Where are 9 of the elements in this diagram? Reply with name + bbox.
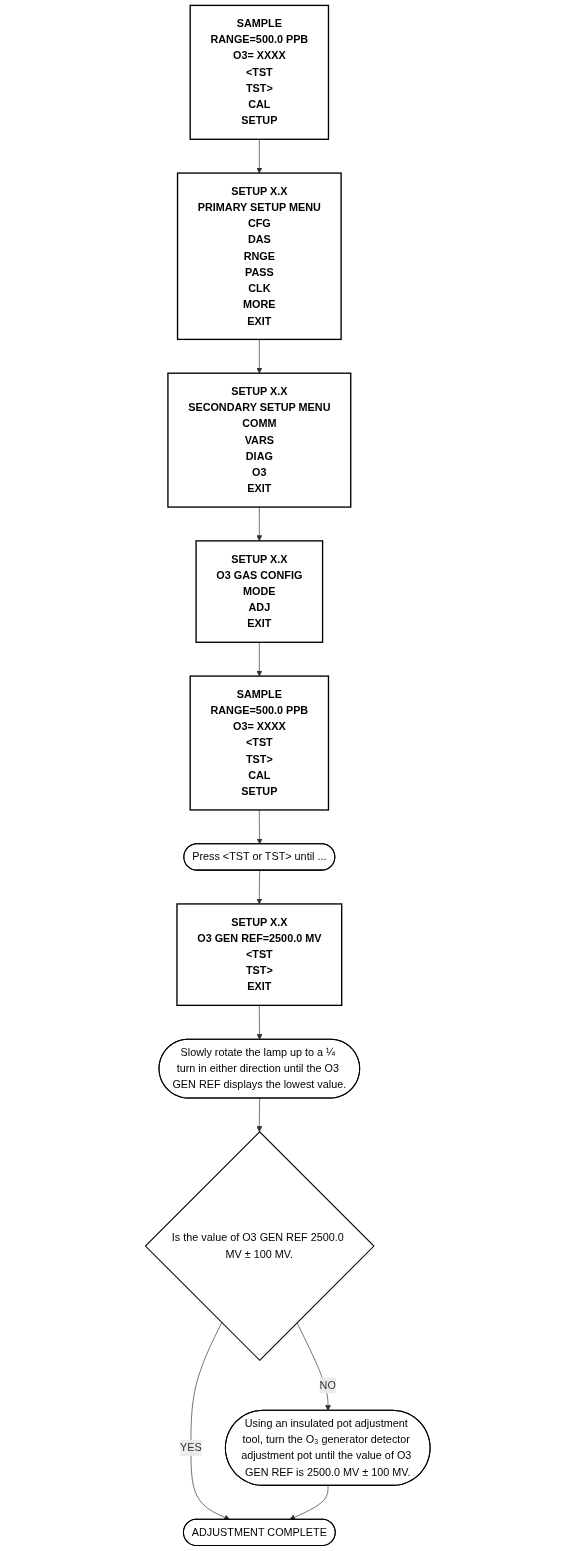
node-box: SETUP X.X SECONDARY SETUP MENU COMM VARS DIAG O3 EXIT bbox=[167, 372, 352, 508]
node-box: SETUP X.X O3 GAS CONFIG MODE ADJ EXIT bbox=[195, 540, 324, 643]
node-box: SAMPLE RANGE=500.0 PPB O3= XXXX <TST TST> CAL SETUP bbox=[189, 675, 330, 811]
node-diamond: Is the value of O3 GEN REF 2500.0 MV ± 100 MV. bbox=[144, 1131, 375, 1361]
node-box: SETUP X.X O3 GEN REF=2500.0 MV <TST TST> EXIT bbox=[176, 903, 343, 1007]
node-box: SETUP X.X PRIMARY SETUP MENU CFG DAS RNGE PASS CLK MORE EXIT bbox=[177, 172, 343, 341]
edge-label: YES bbox=[180, 1441, 203, 1454]
node-box: SAMPLE RANGE=500.0 PPB O3= XXXX <TST TST> CAL SETUP bbox=[189, 4, 330, 140]
edge-label: NO bbox=[319, 1379, 337, 1391]
